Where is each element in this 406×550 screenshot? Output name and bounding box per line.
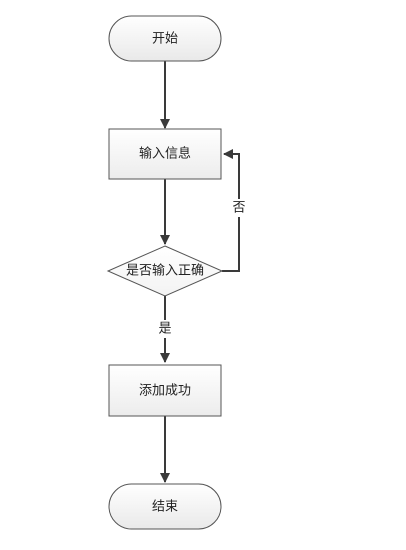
input-label: 输入信息 (139, 146, 191, 162)
node-input: 输入信息 (108, 128, 222, 180)
input-process-shape (108, 128, 222, 180)
node-success: 添加成功 (108, 364, 222, 417)
edge-check-no: 否 (222, 149, 248, 272)
check-label: 是否输入正确 (126, 263, 204, 279)
success-process-shape (108, 364, 222, 417)
start-terminator-shape (108, 15, 222, 62)
node-end: 结束 (108, 483, 222, 530)
end-terminator-shape (108, 483, 222, 530)
edge-label-yes: 是 (158, 322, 171, 337)
start-label: 开始 (152, 32, 178, 47)
edge-label-no-bg (230, 199, 248, 217)
node-check: 是否输入正确 (106, 245, 224, 297)
edge-label-yes-bg (156, 320, 174, 338)
end-label: 结束 (152, 500, 178, 515)
success-label: 添加成功 (139, 384, 191, 399)
node-start: 开始 (108, 15, 222, 62)
edge-check-yes: 是 (156, 296, 174, 363)
check-decision-shape (106, 245, 224, 297)
edge-label-no: 否 (232, 201, 245, 216)
